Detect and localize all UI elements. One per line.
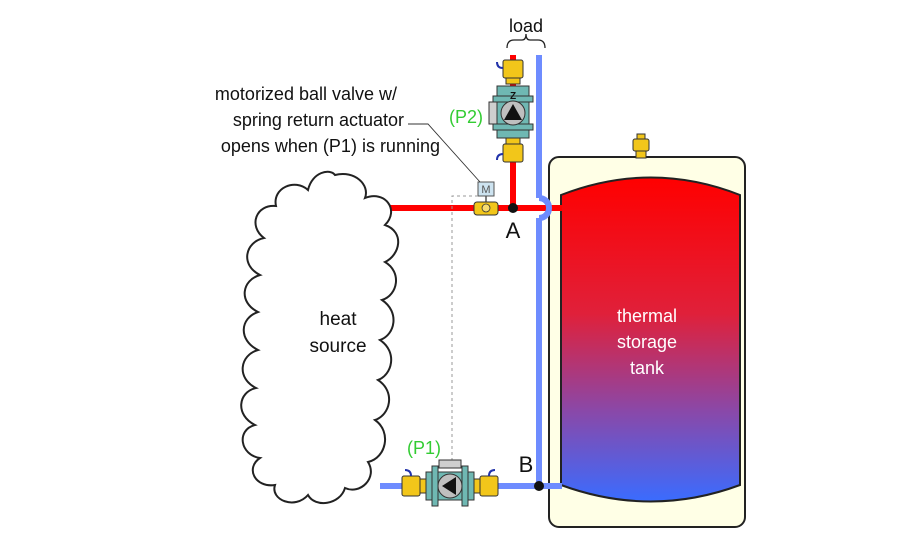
pump-2-marking: Z [510, 91, 516, 102]
thermal-storage-tank: thermal storage tank [548, 156, 746, 528]
node-a-label: A [506, 218, 521, 243]
tank-vessel [560, 176, 741, 503]
load-label: load [509, 16, 543, 36]
pump-1-label: (P1) [407, 438, 441, 458]
circulator-pump-icon [401, 459, 499, 507]
heat-source-cloud [240, 170, 400, 504]
motorized-ball-valve-icon: M [473, 181, 499, 216]
node-b-label: B [519, 452, 534, 477]
valve-note-line-2: spring return actuator [233, 110, 404, 130]
tank-label-1: thermal [617, 306, 677, 326]
tank-label-2: storage [617, 332, 677, 352]
load-brace [506, 33, 546, 49]
node-b-dot [534, 481, 544, 491]
control-wire-dashed [451, 195, 478, 466]
heat-source-label-1: heat [320, 309, 358, 330]
valve-note-line-1: motorized ball valve w/ [215, 84, 397, 104]
air-vent-icon [632, 133, 650, 159]
heat-source-label-2: source [309, 336, 366, 357]
valve-note-line-3: opens when (P1) is running [221, 136, 440, 156]
pump-2-label: (P2) [449, 107, 483, 127]
actuator-letter: M [481, 184, 490, 196]
node-a-dot [508, 203, 518, 213]
circulator-pump-icon: Z [488, 59, 534, 163]
tank-label-3: tank [630, 358, 665, 378]
valve-leader-line [408, 123, 481, 183]
